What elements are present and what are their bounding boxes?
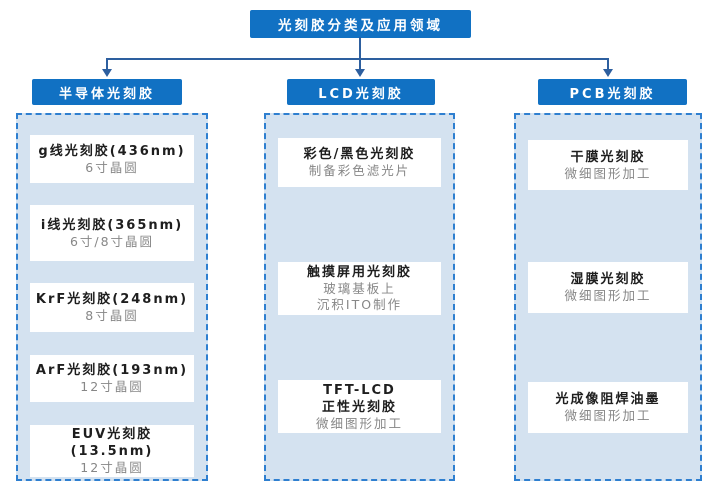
node-title: g线光刻胶(436nm) [38,143,186,159]
node-tft-lcd-resist: TFT-LCD 正性光刻胶 微细图形加工 [278,380,441,433]
node-title: 干膜光刻胶 [570,149,646,165]
node-euv-resist: EUV光刻胶 (13.5nm) 12寸晶圆 [30,425,194,477]
node-title: EUV光刻胶 (13.5nm) [70,427,154,459]
node-color-black-resist: 彩色/黑色光刻胶 制备彩色滤光片 [278,138,441,187]
node-subtitle: 微细图形加工 [315,415,403,431]
category-group-lcd: 彩色/黑色光刻胶 制备彩色滤光片 触摸屏用光刻胶 玻璃基板上 沉积ITO制作 T… [264,113,455,481]
node-title: i线光刻胶(365nm) [40,217,184,233]
node-subtitle: 微细图形加工 [564,408,652,423]
category-header-lcd: LCD光刻胶 [287,79,435,105]
category-group-semiconductor: g线光刻胶(436nm) 6寸晶圆 i线光刻胶(365nm) 6寸/8寸晶圆 K… [16,113,208,481]
arrow-down-icon [102,69,112,77]
node-i-line-resist: i线光刻胶(365nm) 6寸/8寸晶圆 [30,205,194,261]
node-arf-resist: ArF光刻胶(193nm) 12寸晶圆 [30,355,194,402]
node-dry-film-resist: 干膜光刻胶 微细图形加工 [528,140,688,190]
node-subtitle: 制备彩色滤光片 [308,163,411,178]
category-header-pcb: PCB光刻胶 [538,79,687,105]
node-subtitle: 12寸晶圆 [80,379,144,394]
node-title: 彩色/黑色光刻胶 [303,147,416,162]
node-subtitle: 玻璃基板上 沉积ITO制作 [316,281,403,312]
connector-line [607,58,609,70]
node-subtitle: 12寸晶圆 [80,460,144,475]
node-subtitle: 8寸晶圆 [85,308,139,323]
node-title: KrF光刻胶(248nm) [35,292,189,307]
node-subtitle: 6寸晶圆 [85,159,139,175]
node-photoimageable-solder-ink: 光成像阻焊油墨 微细图形加工 [528,382,688,433]
node-subtitle: 微细图形加工 [564,165,652,181]
connector-line [359,58,361,70]
diagram-title: 光刻胶分类及应用领域 [250,10,471,38]
node-title: TFT-LCD 正性光刻胶 [321,382,397,415]
node-title: ArF光刻胶(193nm) [35,363,189,378]
category-header-semiconductor: 半导体光刻胶 [32,79,182,105]
node-title: 光成像阻焊油墨 [555,392,661,407]
node-wet-film-resist: 湿膜光刻胶 微细图形加工 [528,262,688,313]
node-g-line-resist: g线光刻胶(436nm) 6寸晶圆 [30,135,194,183]
connector-line [106,58,609,60]
node-subtitle: 6寸/8寸晶圆 [69,233,155,249]
arrow-down-icon [355,69,365,77]
connector-line [106,58,108,70]
node-subtitle: 微细图形加工 [564,288,652,303]
node-title: 触摸屏用光刻胶 [306,265,412,280]
node-touchscreen-resist: 触摸屏用光刻胶 玻璃基板上 沉积ITO制作 [278,262,441,315]
connector-line [359,37,361,58]
category-group-pcb: 干膜光刻胶 微细图形加工 湿膜光刻胶 微细图形加工 光成像阻焊油墨 微细图形加工 [514,113,702,481]
node-krf-resist: KrF光刻胶(248nm) 8寸晶圆 [30,283,194,332]
arrow-down-icon [603,69,613,77]
node-title: 湿膜光刻胶 [570,272,646,287]
